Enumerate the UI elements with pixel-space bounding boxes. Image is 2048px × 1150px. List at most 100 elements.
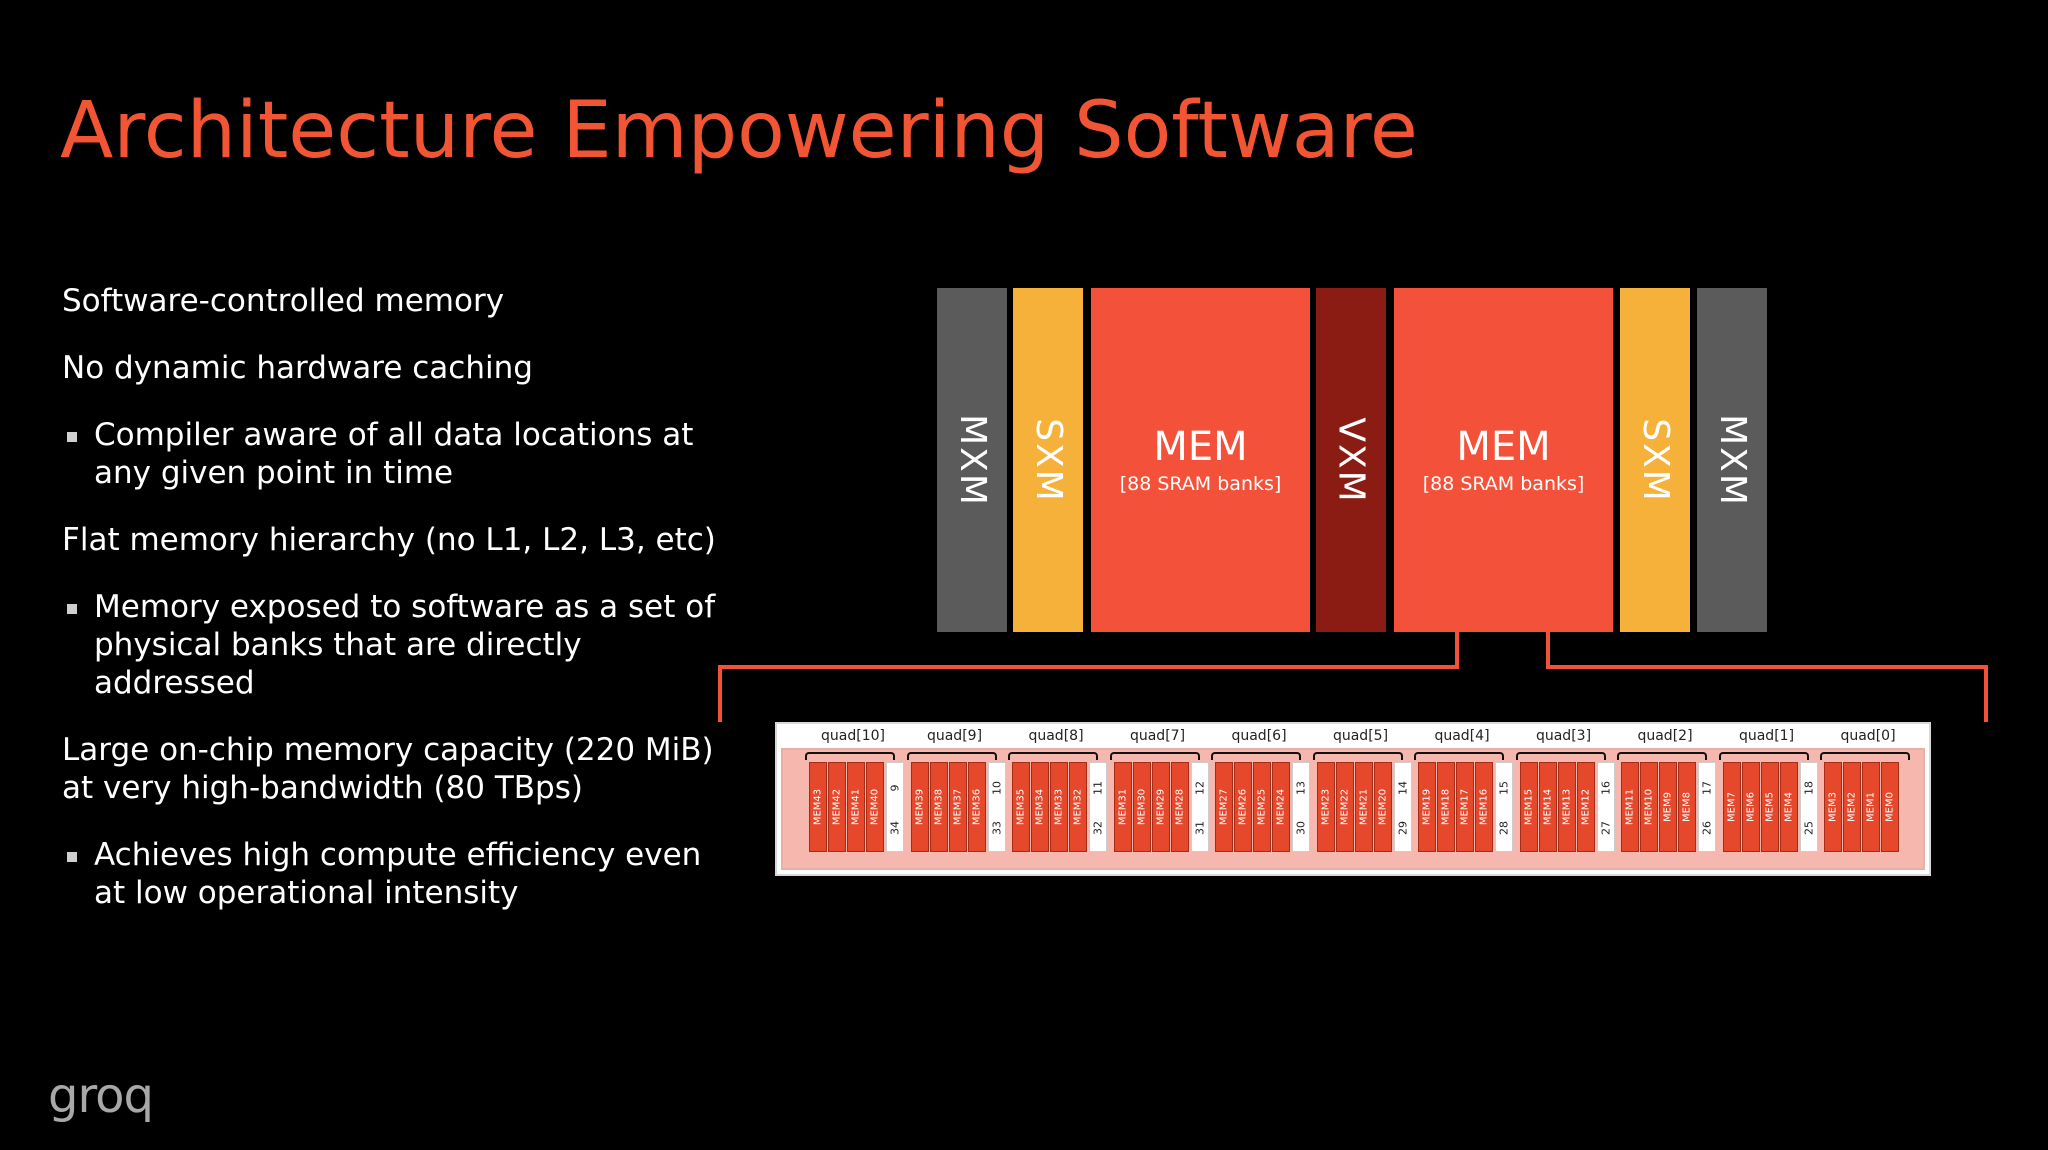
- sram-bank: MEM36: [967, 762, 986, 852]
- sram-bank: MEM33: [1050, 762, 1068, 852]
- sram-bank-label: MEM20: [1377, 788, 1388, 826]
- block-sublabel: [88 SRAM banks]: [1422, 473, 1585, 495]
- stream-index-top: 10: [990, 780, 1003, 795]
- sram-bank-label: MEM14: [1542, 788, 1553, 826]
- quad-brace: [805, 752, 895, 760]
- stream-index-bottom: 34: [888, 821, 902, 836]
- sram-bank-label: MEM6: [1745, 792, 1756, 822]
- stream-index-bottom: 32: [1091, 821, 1105, 836]
- connector-right: [1546, 632, 1988, 722]
- sram-bank-label: MEM13: [1561, 788, 1572, 826]
- sram-bank-label: MEM30: [1136, 788, 1147, 826]
- sram-bank-label: MEM34: [1034, 788, 1046, 826]
- sram-bank: MEM10: [1640, 762, 1658, 852]
- bullet-text: Software-controlled memory: [62, 283, 505, 319]
- sub-bullet-item: Achieves high compute efficiency even at…: [62, 836, 742, 912]
- block-mem-right: MEM [88 SRAM banks]: [1394, 288, 1613, 632]
- block-label: SXM: [1634, 417, 1676, 503]
- quad-label: quad[4]: [1434, 728, 1490, 744]
- block-label: MXM: [1711, 413, 1753, 507]
- sram-bank-label: MEM15: [1523, 788, 1534, 826]
- sram-bank: MEM34: [1031, 762, 1049, 852]
- stream-index-bottom: 26: [1700, 821, 1714, 836]
- sram-bank-label: MEM25: [1256, 788, 1268, 826]
- sram-bank: MEM41: [847, 762, 865, 852]
- block-label: MEM: [1456, 424, 1551, 470]
- sram-bank: MEM42: [828, 762, 846, 852]
- sram-bank: MEM14: [1538, 762, 1557, 852]
- quad-brace: [1211, 752, 1301, 760]
- sram-bank: MEM43: [809, 762, 827, 852]
- quad-label: quad[1]: [1738, 728, 1795, 744]
- stream-index-bottom: 27: [1599, 821, 1612, 836]
- bullet-item: No dynamic hardware caching: [62, 349, 742, 387]
- sram-bank-label: MEM28: [1174, 788, 1185, 826]
- sram-bank-label: MEM17: [1459, 788, 1471, 826]
- quad-label: quad[2]: [1637, 728, 1693, 744]
- sram-bank: MEM23: [1316, 762, 1335, 852]
- square-bullet-icon: [67, 852, 77, 862]
- bullet-list: Software-controlled memory No dynamic har…: [62, 282, 742, 941]
- quad-label: quad[0]: [1840, 728, 1896, 744]
- quad-brace: [1414, 752, 1504, 760]
- quad-brace: [906, 752, 997, 760]
- connector-left: [718, 632, 1459, 722]
- sram-bank-label: MEM36: [971, 788, 982, 826]
- sram-bank: MEM32: [1069, 762, 1087, 852]
- quad-brace: [1718, 752, 1809, 760]
- stream-index-top: 17: [1700, 780, 1714, 795]
- block-sublabel: [88 SRAM banks]: [1119, 473, 1282, 495]
- bullet-item: Software-controlled memory: [62, 282, 742, 320]
- stream-index-top: 15: [1497, 780, 1511, 795]
- sram-bank-label: MEM0: [1884, 792, 1896, 822]
- sram-bank: MEM8: [1678, 762, 1696, 852]
- stream-index-bottom: 28: [1497, 821, 1511, 836]
- sram-bank: MEM16: [1475, 762, 1493, 852]
- sram-bank-label: MEM23: [1320, 788, 1331, 826]
- sram-bank-label: MEM27: [1218, 788, 1230, 826]
- sram-bank: MEM39: [910, 762, 929, 852]
- sram-bank-label: MEM42: [831, 788, 843, 826]
- block-mem-left: MEM[88 SRAM banks]: [1091, 288, 1310, 632]
- sram-bank: MEM3: [1824, 762, 1842, 852]
- sram-bank: MEM7: [1722, 762, 1741, 852]
- sram-bank-label: MEM43: [812, 788, 824, 826]
- stream-index-top: 18: [1802, 780, 1815, 795]
- sram-bank-label: MEM7: [1726, 792, 1737, 822]
- block-mxm-right: MXM: [1697, 288, 1767, 632]
- block-vxm: VXM: [1316, 288, 1386, 632]
- bullet-text: Achieves high compute efficiency even at…: [94, 837, 702, 911]
- bullet-text: Memory exposed to software as a set of p…: [94, 589, 716, 701]
- sram-bank-label: MEM39: [914, 788, 925, 826]
- sram-bank-label: MEM11: [1624, 788, 1636, 826]
- square-bullet-icon: [67, 432, 77, 442]
- sram-bank-label: MEM41: [850, 788, 862, 826]
- stream-index-top: 9: [888, 784, 902, 792]
- sram-bank-label: MEM21: [1358, 788, 1369, 826]
- bullet-item: Large on-chip memory capacity (220 MiB) …: [62, 731, 742, 807]
- sram-bank: MEM28: [1170, 762, 1189, 852]
- sram-bank: MEM27: [1215, 762, 1233, 852]
- block-label: VXM: [1330, 416, 1372, 504]
- sram-bank-label: MEM18: [1440, 788, 1452, 826]
- sram-bank: MEM9: [1659, 762, 1677, 852]
- sram-bank-label: MEM38: [933, 788, 944, 826]
- quad-brace: [1109, 752, 1200, 760]
- sram-bank-label: MEM22: [1339, 788, 1350, 826]
- bullet-item: Flat memory hierarchy (no L1, L2, L3, et…: [62, 521, 742, 559]
- sram-bank: MEM0: [1881, 762, 1899, 852]
- sram-bank-label: MEM1: [1865, 792, 1877, 822]
- sram-bank: MEM24: [1272, 762, 1290, 852]
- sram-bank-label: MEM10: [1643, 788, 1655, 826]
- quad-label: quad[9]: [926, 728, 983, 744]
- sram-bank-label: MEM35: [1015, 788, 1027, 826]
- sub-bullet-item: Memory exposed to software as a set of p…: [62, 588, 742, 702]
- sram-bank-label: MEM3: [1827, 792, 1839, 822]
- bullet-text: Flat memory hierarchy (no L1, L2, L3, et…: [62, 522, 716, 558]
